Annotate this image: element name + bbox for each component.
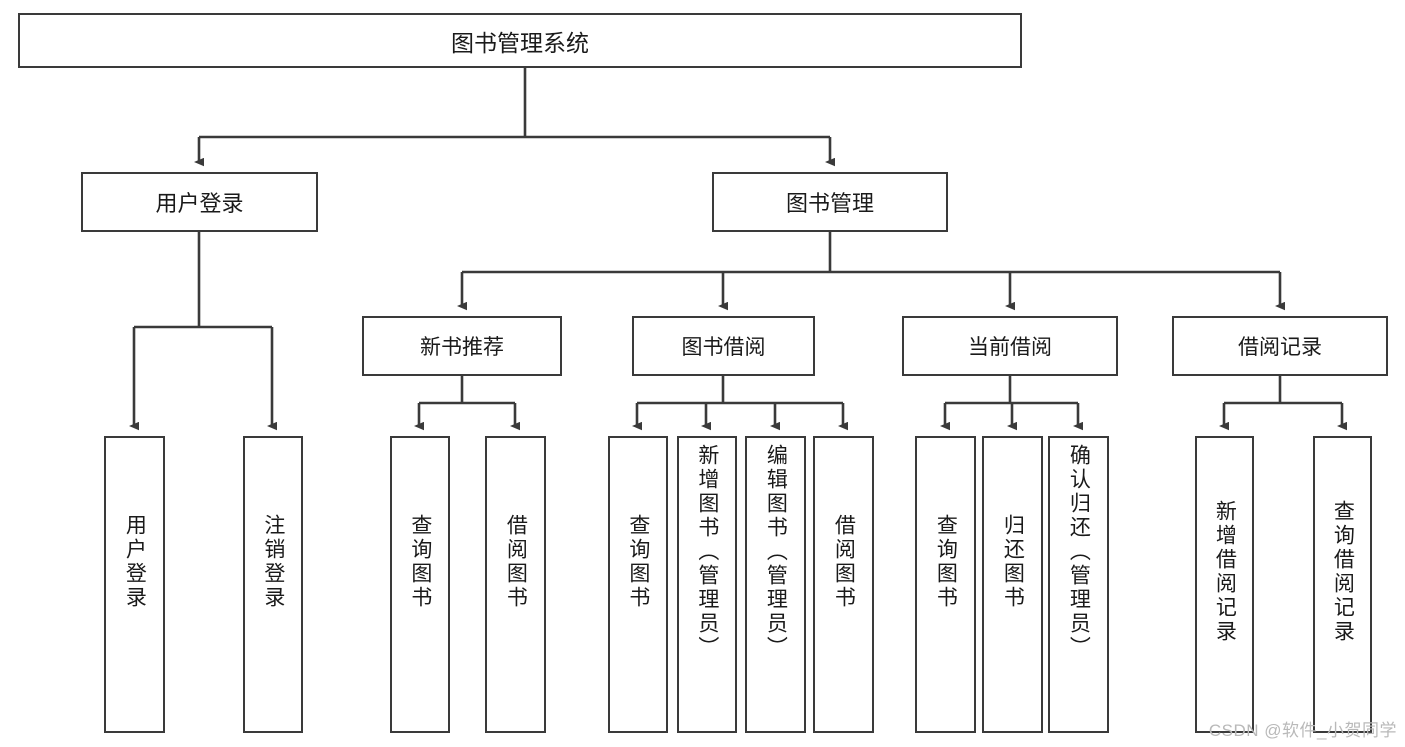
leaf-borrow-query-book[interactable]: 查询图书 [608, 436, 668, 733]
node-label: 确认归还（管理员） [1067, 444, 1091, 660]
node-label: 编辑图书（管理员） [764, 444, 788, 660]
node-label: 查询图书 [408, 514, 432, 610]
leaf-user-login-logout[interactable]: 注销登录 [243, 436, 303, 733]
csdn-watermark: CSDN @软件_小贺同学 [1208, 721, 1397, 740]
node-label: 借阅记录 [1238, 336, 1322, 359]
leaf-current-return-book[interactable]: 归还图书 [982, 436, 1043, 733]
leaf-current-confirm-return-admin[interactable]: 确认归还（管理员） [1048, 436, 1109, 733]
node-label: 借阅图书 [832, 514, 856, 610]
node-label: 图书管理 [785, 191, 874, 216]
node-label: 图书管理系统 [451, 29, 589, 56]
node-label: 查询借阅记录 [1331, 500, 1355, 644]
node-root-system[interactable]: 图书管理系统 [18, 13, 1022, 68]
node-label: 用户登录 [123, 514, 147, 610]
node-label: 新书推荐 [420, 336, 504, 359]
node-book-management[interactable]: 图书管理 [712, 172, 948, 232]
leaf-borrow-edit-book-admin[interactable]: 编辑图书（管理员） [745, 436, 806, 733]
leaf-current-query-book[interactable]: 查询图书 [915, 436, 976, 733]
node-label: 归还图书 [1001, 514, 1025, 610]
node-label: 图书借阅 [681, 336, 766, 359]
node-label: 当前借阅 [968, 336, 1052, 359]
leaf-borrow-add-book-admin[interactable]: 新增图书（管理员） [677, 436, 737, 733]
leaf-borrow-borrow-book[interactable]: 借阅图书 [813, 436, 874, 733]
node-user-login[interactable]: 用户登录 [81, 172, 318, 232]
leaf-record-query-record[interactable]: 查询借阅记录 [1313, 436, 1372, 733]
node-label: 新增图书（管理员） [695, 444, 719, 660]
node-label: 新增借阅记录 [1213, 500, 1237, 644]
node-book-borrow[interactable]: 图书借阅 [632, 316, 815, 376]
leaf-recommend-borrow-book[interactable]: 借阅图书 [485, 436, 546, 733]
node-borrow-record[interactable]: 借阅记录 [1172, 316, 1388, 376]
leaf-record-add-record[interactable]: 新增借阅记录 [1195, 436, 1254, 733]
node-label: 查询图书 [934, 514, 958, 610]
node-new-book-recommend[interactable]: 新书推荐 [362, 316, 562, 376]
leaf-recommend-query-book[interactable]: 查询图书 [390, 436, 450, 733]
node-label: 借阅图书 [504, 514, 528, 610]
node-label: 用户登录 [155, 191, 244, 216]
node-current-borrow[interactable]: 当前借阅 [902, 316, 1118, 376]
leaf-user-login-login[interactable]: 用户登录 [104, 436, 165, 733]
node-label: 查询图书 [626, 514, 650, 610]
node-label: 注销登录 [261, 514, 285, 610]
